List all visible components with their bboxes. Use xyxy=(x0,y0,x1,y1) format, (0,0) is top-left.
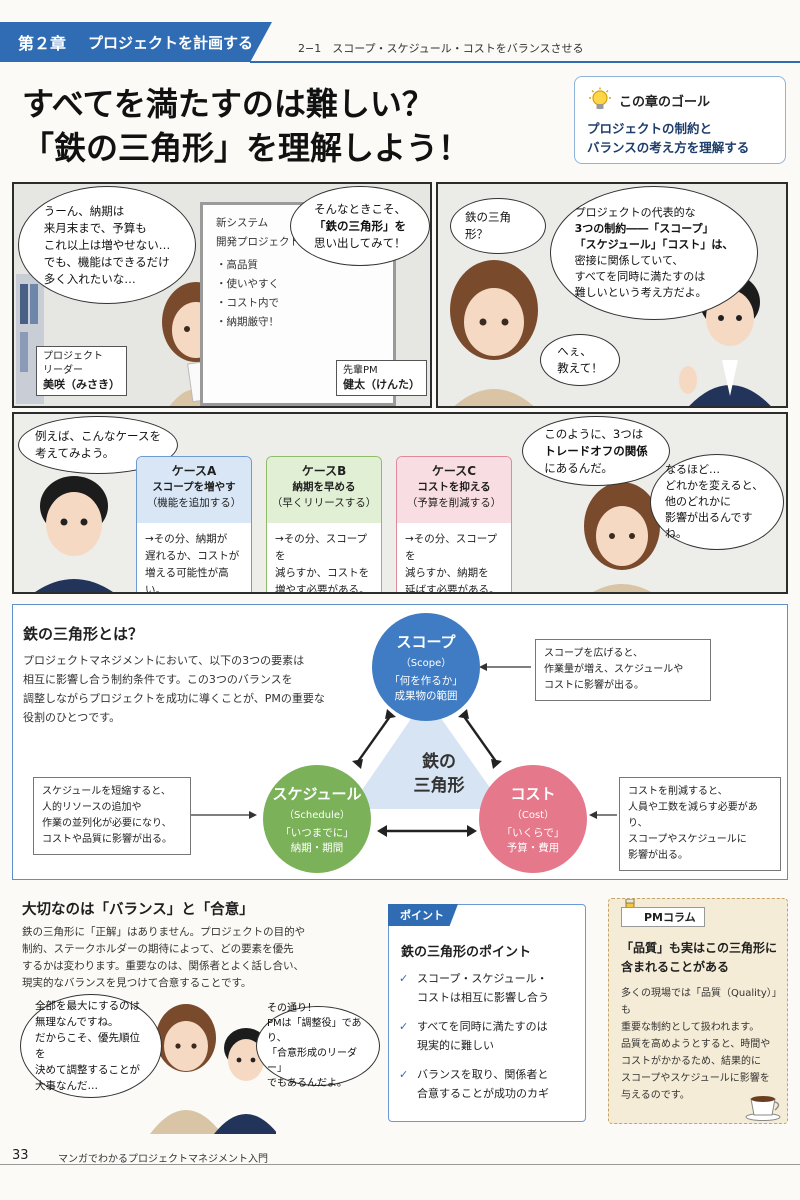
whiteboard-text: 新システム 開発プロジェクト ・高品質 ・使いやすく ・コスト内で ・納期厳守！ xyxy=(216,217,300,328)
case-a-header: ケースA スコープを増やす （機能を追加する） xyxy=(137,457,251,523)
speech-bubble-kenta-4: このように、3つは トレードオフの関係 にあるんだ。 xyxy=(522,416,670,486)
bottom-characters-illustration xyxy=(150,1004,276,1134)
speech-bubble-misaki-2: 鉄の三角形？ xyxy=(450,198,546,254)
note-cost: コストを削減すると、 人員や工数を減らす必要があり、 スコープやスケジュールに … xyxy=(619,777,781,871)
point-item: ✓ バランスを取り、関係者と 合意することが成功のカギ xyxy=(399,1065,579,1103)
balance-description: 鉄の三角形に「正解」はありません。プロジェクトの目的や 制約、ステークホルダーの… xyxy=(22,926,306,989)
note-schedule: スケジュールを短縮すると、 人的リソースの追加や 作業の並列化が必要になり、 コ… xyxy=(33,777,191,855)
header-rule xyxy=(250,61,800,63)
note-scope: スコープを広げると、 作業量が増え、スケジュールや コストに影響が出る。 xyxy=(535,639,711,701)
triangle-shape xyxy=(349,697,505,809)
title-line-1: すべてを満たすのは難しい？ xyxy=(22,85,434,123)
page-title: すべてを満たすのは難しい？ 「鉄の三角形」を理解しよう！ xyxy=(22,82,470,170)
iron-triangle-section: 鉄の三角形とは？ プロジェクトマネジメントにおいて、以下の3つの要素は 相互に影… xyxy=(12,604,788,880)
chapter-band: 第２章 プロジェクトを計画する xyxy=(0,22,272,62)
lightbulb-icon xyxy=(589,87,611,109)
triangle-diagram xyxy=(189,663,617,837)
goal-line-1: プロジェクトの制約と xyxy=(587,121,713,136)
case-a-body: →その分、納期が 遅れるか、コストが 増える可能性が高い。 xyxy=(145,533,240,594)
chapter-goal-box: この章のゴール プロジェクトの制約と バランスの考え方を理解する xyxy=(574,76,786,164)
arrow-scope-cost xyxy=(462,714,498,764)
triangle-center-label: 鉄の 三角形 xyxy=(413,752,465,796)
title-line-2: 「鉄の三角形」を理解しよう！ xyxy=(22,129,471,167)
coffee-cup-icon xyxy=(745,1096,781,1121)
speech-bubble-kenta-5: その通り！ PMは「調整役」であり、 「合意形成のリーダー」 でもあるんだよ。 xyxy=(256,1003,380,1089)
chapter-number: 第２章 xyxy=(18,34,67,53)
name-tag-misaki: プロジェクト リーダー 美咲（みさき） xyxy=(36,346,127,396)
manga-panel-1: 新システム 開発プロジェクト ・高品質 ・使いやすく ・コスト内で ・納期厳守！… xyxy=(12,182,432,408)
point-item: ✓ スコープ・スケジュール・ コストは相互に影響し合う xyxy=(399,969,579,1007)
point-list: ✓ スコープ・スケジュール・ コストは相互に影響し合う ✓ すべてを同時に満たす… xyxy=(399,969,579,1113)
goal-heading: この章のゴール xyxy=(619,94,711,110)
goal-heading-row: この章のゴール xyxy=(587,87,773,113)
case-c-body: →その分、スコープを 減らすか、納期を 延ばす必要がある。 xyxy=(405,533,500,594)
case-card-b: ケースB 納期を早める （早くリリースする） →その分、スコープを 減らすか、コ… xyxy=(266,456,382,594)
iron-triangle-description: プロジェクトマネジメントにおいて、以下の3つの要素は 相互に影響し合う制約条件で… xyxy=(23,654,325,724)
point-tag: ポイント xyxy=(388,904,458,926)
manga-panel-2: 鉄の三角形？ プロジェクトの代表的な 3つの制約――「スコープ」 「スケジュール… xyxy=(436,182,788,408)
speech-bubble-kenta-2: プロジェクトの代表的な 3つの制約――「スコープ」 「スケジュール」「コスト」は… xyxy=(550,186,758,320)
chapter-title: プロジェクトを計画する xyxy=(88,33,254,52)
scope-circle: スコープ （Scope） 「何を作るか」 成果物の範囲 xyxy=(372,613,480,721)
book-title: マンガでわかるプロジェクトマネジメント入門 xyxy=(58,1154,268,1165)
case-card-a: ケースA スコープを増やす （機能を追加する） →その分、納期が 遅れるか、コス… xyxy=(136,456,252,594)
cost-circle: コスト （Cost） 「いくらで」 予算・費用 xyxy=(479,765,587,873)
speech-bubble-misaki-3: へぇ、 教えて！ xyxy=(540,334,620,386)
case-c-header: ケースC コストを抑える （予算を削減する） xyxy=(397,457,511,523)
manga-panel-3: 例えば、こんなケースを 考えてみよう。 ケースA スコープを増やす （機能を追加… xyxy=(12,412,788,594)
schedule-circle: スケジュール （Schedule） 「いつまでに」 納期・期間 xyxy=(263,765,371,873)
point-box: ポイント 鉄の三角形のポイント ✓ スコープ・スケジュール・ コストは相互に影響… xyxy=(388,904,586,1122)
name-tag-kenta: 先輩PM 健太（けんた） xyxy=(336,360,427,396)
speech-bubble-misaki-1: うーん、納期は 来月末まで、予算も これ以上は増やせない… でも、機能はできるだ… xyxy=(18,186,196,304)
speech-bubble-kenta-1: そんなときこそ、 「鉄の三角形」を 思い出してみて！ xyxy=(290,186,430,266)
check-icon: ✓ xyxy=(399,972,409,985)
footer-rule xyxy=(0,1164,800,1165)
speech-bubble-misaki-4: なるほど… どれかを変えると、 他のどれかに 影響が出るんですね。 xyxy=(650,454,784,550)
goal-line-2: バランスの考え方を理解する xyxy=(587,140,750,155)
case-b-header: ケースB 納期を早める （早くリリースする） xyxy=(267,457,381,523)
check-icon: ✓ xyxy=(399,1020,409,1033)
speech-bubble-misaki-5: 全部を最大にするのは 無理なんですね。 だからこそ、優先順位を 決めて調整するこ… xyxy=(20,994,162,1098)
column-text: 多くの現場では「品質（Quality）」も 重要な制約として扱われます。 品質を… xyxy=(621,988,777,1101)
speech-bubble-kenta-3: 例えば、こんなケースを 考えてみよう。 xyxy=(18,416,178,474)
balance-title: 大切なのは「バランス」と「合意」 xyxy=(22,902,254,918)
case-b-body: →その分、スコープを 減らすか、コストを 増やす必要がある。 xyxy=(275,533,370,594)
arrow-scope-schedule xyxy=(356,714,392,764)
page-number: 33 xyxy=(12,1148,29,1163)
case-card-c: ケースC コストを抑える （予算を削減する） →その分、スコープを 減らすか、納… xyxy=(396,456,512,594)
point-heading: 鉄の三角形のポイント xyxy=(401,945,532,960)
column-tag: PMコラム xyxy=(621,907,705,927)
check-icon: ✓ xyxy=(399,1068,409,1081)
point-item: ✓ すべてを同時に満たすのは 現実的に難しい xyxy=(399,1017,579,1055)
section-label: 2−1 スコープ・スケジュール・コストをバランスさせる xyxy=(298,42,584,55)
column-heading: 「品質」も実はこの三角形に 含まれることがある xyxy=(621,941,778,974)
iron-triangle-title: 鉄の三角形とは？ xyxy=(23,625,144,643)
pm-column-box: PMコラム 「品質」も実はこの三角形に 含まれることがある 多くの現場では「品質… xyxy=(608,898,788,1124)
